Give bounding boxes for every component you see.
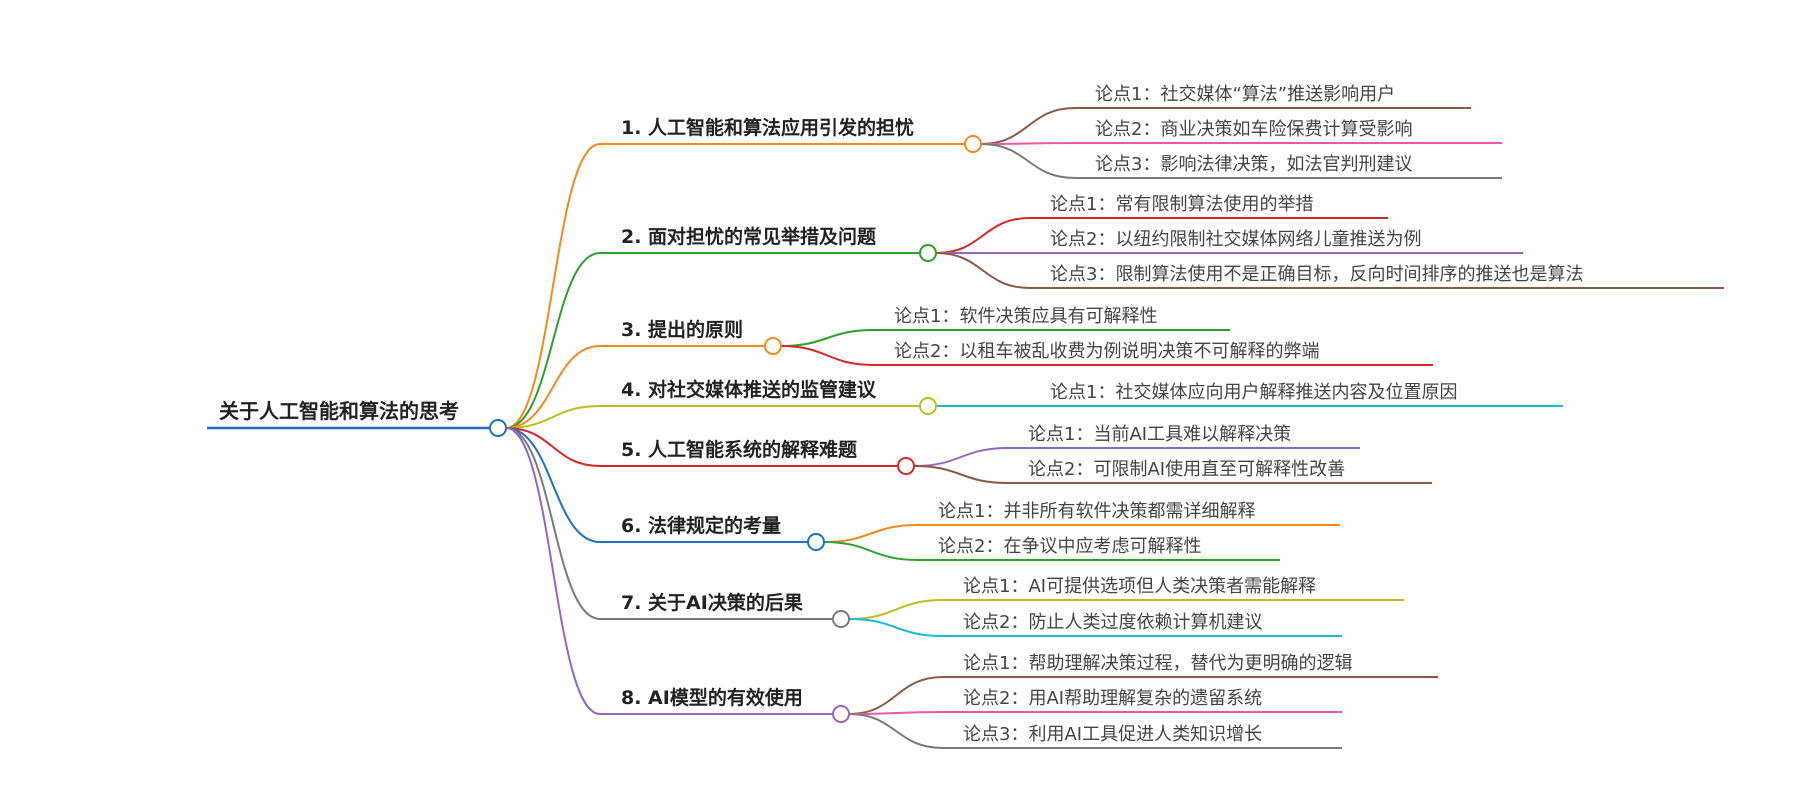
leaf-connector: [848, 618, 944, 637]
point-8-2[interactable]: 论点2：用AI帮助理解复杂的遗留系统: [963, 688, 1262, 709]
branch-topic-3[interactable]: 3. 提出的原则: [621, 318, 743, 341]
branch-connector: [505, 427, 601, 715]
leaf-connector: [913, 447, 1009, 467]
node-layer: [489, 135, 982, 723]
root-topic[interactable]: 关于人工智能和算法的思考: [219, 399, 459, 423]
branch-connector: [505, 427, 601, 620]
leaf-connector: [913, 465, 1009, 484]
leaf-connector: [848, 713, 944, 749]
leaf-connector: [848, 676, 944, 715]
branch-node-6[interactable]: [807, 533, 825, 551]
point-5-2[interactable]: 论点2：可限制AI使用直至可解释性改善: [1028, 459, 1345, 480]
leaf-connector: [848, 599, 944, 620]
branch-node-5[interactable]: [897, 457, 915, 475]
branch-node-7[interactable]: [832, 610, 850, 628]
branch-topic-1[interactable]: 1. 人工智能和算法应用引发的担忧: [621, 116, 914, 139]
leaf-connector: [848, 711, 944, 715]
point-2-1[interactable]: 论点1：常有限制算法使用的举措: [1050, 194, 1313, 215]
point-6-2[interactable]: 论点2：在争议中应考虑可解释性: [938, 536, 1201, 557]
leaf-connector: [935, 252, 1031, 289]
branch-connector: [505, 252, 601, 429]
leaf-connector: [935, 217, 1031, 254]
point-2-3[interactable]: 论点3：限制算法使用不是正确目标，反向时间排序的推送也是算法: [1050, 264, 1583, 285]
point-1-2[interactable]: 论点2：商业决策如车险保费计算受影响: [1095, 119, 1412, 140]
label-layer: 关于人工智能和算法的思考 1. 人工智能和算法应用引发的担忧 论点1：社交媒体“算法…: [219, 84, 1583, 745]
point-5-1[interactable]: 论点1：当前AI工具难以解释决策: [1028, 424, 1291, 445]
branch-node-8[interactable]: [832, 705, 850, 723]
leaf-connector: [823, 541, 919, 561]
point-3-1[interactable]: 论点1：软件决策应具有可解释性: [894, 306, 1157, 327]
leaf-connector: [780, 345, 875, 366]
point-8-1[interactable]: 论点1：帮助理解决策过程，替代为更明确的逻辑: [963, 653, 1352, 674]
point-2-2[interactable]: 论点2：以纽约限制社交媒体网络儿童推送为例: [1050, 229, 1421, 250]
underline-layer: [207, 107, 1724, 749]
branch-topic-4[interactable]: 4. 对社交媒体推送的监管建议: [621, 378, 877, 401]
branch-connector: [505, 427, 601, 467]
branch-topic-5[interactable]: 5. 人工智能系统的解释难题: [621, 438, 857, 461]
branch-topic-6[interactable]: 6. 法律规定的考量: [621, 514, 781, 537]
branch-connector: [505, 405, 601, 429]
point-4-1[interactable]: 论点1：社交媒体应向用户解释推送内容及位置原因: [1050, 382, 1457, 403]
leaf-connector: [980, 143, 1076, 179]
root-node[interactable]: [489, 419, 507, 437]
point-3-2[interactable]: 论点2：以租车被乱收费为例说明决策不可解释的弊端: [894, 341, 1319, 362]
leaf-connector: [823, 524, 919, 543]
branch-node-2[interactable]: [919, 244, 937, 262]
point-1-1[interactable]: 论点1：社交媒体“算法”推送影响用户: [1095, 84, 1395, 105]
branch-topic-2[interactable]: 2. 面对担忧的常见举措及问题: [621, 225, 876, 248]
branch-node-1[interactable]: [964, 135, 982, 153]
leaf-connector: [980, 142, 1076, 145]
branch-connector: [505, 345, 601, 429]
point-1-3[interactable]: 论点3：影响法律决策，如法官判刑建议: [1095, 154, 1412, 175]
branch-connector: [505, 427, 601, 543]
point-8-3[interactable]: 论点3：利用AI工具促进人类知识增长: [963, 724, 1262, 745]
branch-topic-7[interactable]: 7. 关于AI决策的后果: [621, 591, 803, 614]
branch-topic-8[interactable]: 8. AI模型的有效使用: [621, 686, 803, 709]
point-6-1[interactable]: 论点1：并非所有软件决策都需详细解释: [938, 501, 1255, 522]
point-7-2[interactable]: 论点2：防止人类过度依赖计算机建议: [963, 612, 1262, 633]
connector-layer: [505, 107, 1076, 749]
branch-node-3[interactable]: [764, 337, 782, 355]
point-7-1[interactable]: 论点1：AI可提供选项但人类决策者需能解释: [963, 576, 1316, 597]
leaf-connector: [780, 329, 875, 347]
branch-connector: [505, 143, 601, 429]
branch-node-4[interactable]: [919, 397, 937, 415]
leaf-connector: [980, 107, 1076, 145]
